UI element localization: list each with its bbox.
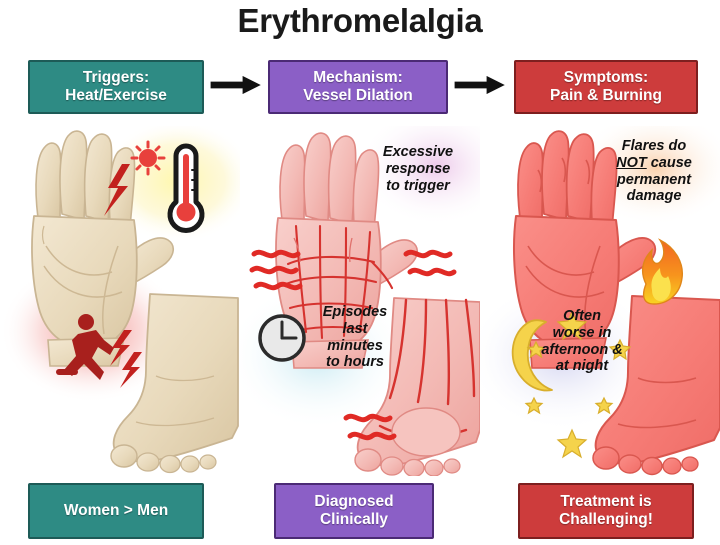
runner-icon [56, 314, 114, 380]
note-episodes-line1: Episodes [322, 304, 388, 320]
flow-box-triggers-line1: Triggers: [82, 68, 150, 86]
heat-wave-icon-2 [403, 249, 457, 277]
note-flares-line3: permanent [616, 171, 692, 188]
note-excessive-response: Excessive response to trigger [358, 144, 478, 194]
note-flares-line1: Flares do [621, 138, 687, 154]
note-flares-line2-post: cause [646, 154, 692, 171]
note-flares-line2: NOT cause [590, 155, 718, 172]
note-excessive-line3: to trigger [386, 177, 450, 194]
arrow-right-icon-2 [452, 73, 508, 97]
thermometer-icon [167, 143, 205, 233]
lightning-bolt-icon [104, 164, 130, 216]
heat-wave-icon-3 [343, 413, 397, 441]
footer-box-treatment[interactable]: Treatment is Challenging! [518, 483, 694, 539]
flow-box-triggers-line2: Heat/Exercise [65, 87, 167, 104]
note-night-line4: at night [555, 358, 609, 375]
note-night-line2: worse in [552, 324, 612, 341]
foot-flared [592, 295, 720, 476]
flow-box-symptoms-line1: Symptoms: [563, 68, 649, 86]
mechanism-illustration [240, 126, 480, 476]
foot-normal [110, 293, 239, 474]
note-night-line3: afternoon & [541, 341, 623, 358]
note-worse-at-night: Often worse in afternoon & at night [524, 308, 640, 375]
sun-icon [130, 140, 166, 176]
footer-box-diagnosis[interactable]: Diagnosed Clinically [274, 483, 434, 539]
footer-box-women-men[interactable]: Women > Men [28, 483, 204, 539]
clock-icon [258, 314, 306, 362]
symptoms-illustration [480, 126, 720, 476]
heat-wave-icon [249, 249, 303, 291]
moon-icon [511, 319, 553, 392]
footer-box-diagnosis-line1: Diagnosed [314, 492, 394, 510]
symptoms-panel: Flares do NOT cause permanent damage Oft… [480, 126, 720, 476]
note-episodes-line3: minutes [327, 337, 383, 354]
flow-box-mechanism-line1: Mechanism: [313, 68, 403, 86]
note-flares-emphasis: NOT [616, 154, 647, 171]
flow-box-symptoms[interactable]: Symptoms: Pain & Burning [514, 60, 698, 114]
foot-dilated [354, 297, 480, 476]
note-excessive-line2: response [385, 160, 451, 177]
note-no-permanent-damage: Flares do NOT cause permanent damage [590, 138, 718, 205]
mechanism-panel: Excessive response to trigger Episodes l… [240, 126, 480, 476]
flow-box-mechanism[interactable]: Mechanism: Vessel Dilation [268, 60, 448, 114]
triggers-illustration [0, 126, 240, 474]
note-excessive-line1: Excessive [382, 144, 454, 160]
triggers-panel [0, 126, 240, 476]
note-episodes-line4: to hours [326, 354, 384, 371]
hand-flared [513, 130, 657, 369]
note-episodes-line2: last [342, 320, 368, 337]
page-title: Erythromelalgia [237, 2, 483, 39]
flow-box-mechanism-line2: Vessel Dilation [303, 87, 413, 104]
flow-box-symptoms-line2: Pain & Burning [550, 87, 662, 104]
footer-box-diagnosis-line2: Clinically [319, 511, 389, 528]
lightning-bolt-icon-2 [110, 330, 142, 388]
flow-box-triggers[interactable]: Triggers: Heat/Exercise [28, 60, 204, 114]
star-icon [524, 310, 632, 459]
note-episodes-duration: Episodes last minutes to hours [302, 304, 408, 371]
note-night-line1: Often [563, 308, 601, 324]
flame-icon [641, 238, 683, 305]
note-flares-line4: damage [626, 188, 682, 205]
footer-box-treatment-line2: Challenging! [559, 511, 653, 528]
footer-box-treatment-line1: Treatment is [560, 492, 652, 510]
footer-box-women-men-label: Women > Men [63, 501, 169, 519]
arrow-right-icon [208, 73, 264, 97]
